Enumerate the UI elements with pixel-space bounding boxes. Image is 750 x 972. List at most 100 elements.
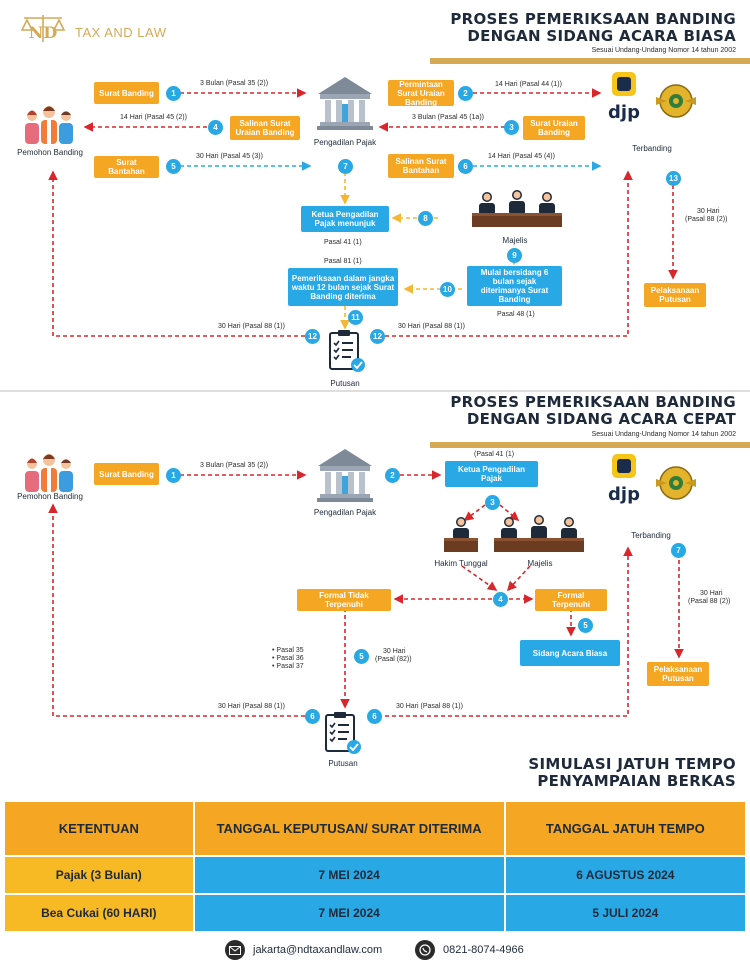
s1-label-1: 3 Bulan (Pasal 35 (2)) (200, 80, 269, 87)
s2-pemohon-label: Pemohon Banding (17, 492, 83, 501)
s2-customs-emblem (653, 460, 699, 506)
s1-majelis-label: Majelis (502, 236, 528, 245)
cell-tanggal-keputusan: 7 MEI 2024 (192, 893, 506, 933)
email-icon (225, 940, 245, 960)
s2-surat-banding-box: Surat Banding (94, 463, 159, 485)
s1-djp-logo: djp (606, 70, 642, 125)
s2-putusan-label: Putusan (328, 759, 358, 768)
s2-gold-bar (430, 442, 750, 448)
s1-pemohon-label: Pemohon Banding (17, 148, 83, 157)
brand-name: TAX AND LAW (75, 25, 167, 40)
cell-tanggal-keputusan: 7 MEI 2024 (192, 855, 506, 895)
s2-label-5-a: 30 Hari (383, 648, 406, 655)
email-text[interactable]: jakarta@ndtaxandlaw.com (253, 944, 383, 956)
s1-step-3: 3 (504, 120, 519, 135)
s2-step-2: 2 (385, 468, 400, 483)
footer-phone: 0821-8074-4966 (415, 940, 524, 960)
arrow-s2-6-right (385, 546, 633, 717)
whatsapp-icon (415, 940, 435, 960)
s2-putusan-icon (323, 710, 363, 756)
s2-sidang-biasa-box: Sidang Acara Biasa (520, 640, 620, 666)
s1-pasal81: Pasal 81 (1) (324, 258, 362, 265)
s2-label-1: 3 Bulan (Pasal 35 (2)) (200, 462, 269, 469)
s1-pasal41: Pasal 41 (1) (324, 239, 362, 246)
arrow-12-left (48, 170, 305, 337)
s2-step-4: 4 (493, 592, 508, 607)
s2-pasal36: • Pasal 36 (272, 655, 304, 662)
brand-mark: ND (29, 23, 58, 42)
cell-tanggal-jatuh-tempo: 6 AGUSTUS 2024 (503, 855, 748, 895)
s2-pasal41: (Pasal 41 (1) (474, 451, 515, 458)
s1-step-12-left: 12 (305, 329, 320, 344)
s2-label-7-a: 30 Hari (700, 590, 723, 597)
s1-surat-banding-box: Surat Banding (94, 82, 159, 104)
s2-djp-text: djp (608, 484, 640, 505)
s1-title-line2: DENGAN SIDANG ACARA BIASA (467, 27, 736, 45)
s2-label-6-left: 30 Hari (Pasal 88 (1)) (218, 703, 285, 710)
footer-email: jakarta@ndtaxandlaw.com (225, 940, 382, 960)
s1-label-6: 14 Hari (Pasal 45 (4)) (488, 153, 555, 160)
s1-step-6: 6 (458, 159, 473, 174)
s1-step-8: 8 (418, 211, 433, 226)
cell-ketentuan: Pajak (3 Bulan) (3, 855, 195, 895)
table-row: Pajak (3 Bulan) 7 MEI 2024 6 AGUSTUS 202… (3, 855, 748, 895)
s1-ketua-box: Ketua Pengadilan Pajak menunjuk (301, 206, 389, 232)
s2-label-7-b: (Pasal 88 (2)) (688, 598, 731, 605)
header-ketentuan: KETENTUAN (3, 800, 195, 857)
s1-step-7: 7 (338, 159, 353, 174)
s2-label-6-right: 30 Hari (Pasal 88 (1)) (396, 703, 463, 710)
s2-pasal37: • Pasal 37 (272, 663, 304, 670)
s2-ketua-box: Ketua Pengadilan Pajak (445, 461, 538, 487)
s2-pengadilan-label: Pengadilan Pajak (313, 508, 377, 517)
s1-label-12-left: 30 Hari (Pasal 88 (1)) (218, 323, 285, 330)
cell-ketentuan: Bea Cukai (60 HARI) (3, 893, 195, 933)
s2-step-6-left: 6 (305, 709, 320, 724)
s2-title-line1: PROSES PEMERIKSAAN BANDING (450, 393, 736, 411)
header-tanggal-keputusan: TANGGAL KEPUTUSAN/ SURAT DITERIMA (192, 800, 506, 857)
s2-court-icon (316, 446, 374, 502)
s1-step-13: 13 (666, 171, 681, 186)
sim-title-line2: PENYAMPAIAN BERKAS (537, 772, 736, 790)
s2-formal-tidak-box: Formal Tidak Terpenuhi (297, 589, 391, 611)
s1-label-12-right: 30 Hari (Pasal 88 (1)) (398, 323, 465, 330)
s1-step-5: 5 (166, 159, 181, 174)
s1-label-3: 3 Bulan (Pasal 45 (1a)) (412, 114, 484, 121)
s1-step-11: 11 (348, 310, 363, 325)
s1-customs-emblem (653, 78, 699, 124)
s1-step-1: 1 (166, 86, 181, 101)
s2-subtitle: Sesuai Undang-Undang Nomor 14 tahun 2002 (591, 431, 736, 438)
s2-hakim-icon (442, 514, 480, 554)
phone-text[interactable]: 0821-8074-4966 (443, 944, 524, 956)
s1-step-10: 10 (440, 282, 455, 297)
s1-djp-text: djp (608, 102, 640, 123)
s2-step-7: 7 (671, 543, 686, 558)
s2-step-1: 1 (166, 468, 181, 483)
s1-step-2: 2 (458, 86, 473, 101)
s2-pasal35: • Pasal 35 (272, 647, 304, 654)
s1-terbanding-label: Terbanding (632, 144, 672, 153)
s1-label-4: 14 Hari (Pasal 45 (2)) (120, 114, 187, 121)
s1-pelaksanaan-box: Pelaksanaan Putusan (644, 283, 706, 307)
arrow-s2-3b (499, 504, 520, 522)
s2-terbanding-label: Terbanding (631, 531, 671, 540)
s1-subtitle: Sesuai Undang-Undang Nomor 14 tahun 2002 (591, 47, 736, 54)
arrow-s2-majelis (506, 565, 531, 592)
s1-putusan-icon (327, 328, 367, 374)
s1-mulai-box: Mulai bersidang 6 bulan sejak diterimany… (467, 266, 562, 306)
s1-step-12-right: 12 (370, 329, 385, 344)
s1-pasal48: Pasal 48 (1) (497, 311, 535, 318)
simulation-table: KETENTUAN TANGGAL KEPUTUSAN/ SURAT DITER… (3, 800, 748, 933)
brand-logo: ND (18, 12, 68, 46)
s1-label-13-b: (Pasal 88 (2)) (685, 216, 728, 223)
s2-step-5-right: 5 (578, 618, 593, 633)
arrow-12-right (385, 170, 633, 337)
s1-permintaan-sub-box: Permintaan Surat Uraian Banding (388, 80, 454, 107)
s1-label-5: 30 Hari (Pasal 45 (3)) (196, 153, 263, 160)
sim-title-line1: SIMULASI JATUH TEMPO (528, 755, 736, 773)
s2-majelis-icon (492, 514, 586, 554)
s1-label-13-a: 30 Hari (697, 208, 720, 215)
cell-tanggal-jatuh-tempo: 5 JULI 2024 (503, 893, 748, 933)
s2-step-5-left: 5 (354, 649, 369, 664)
s2-people-icon (20, 450, 78, 492)
s1-pemeriksaan-box: Pemeriksaan dalam jangka waktu 12 bulan … (288, 268, 398, 306)
